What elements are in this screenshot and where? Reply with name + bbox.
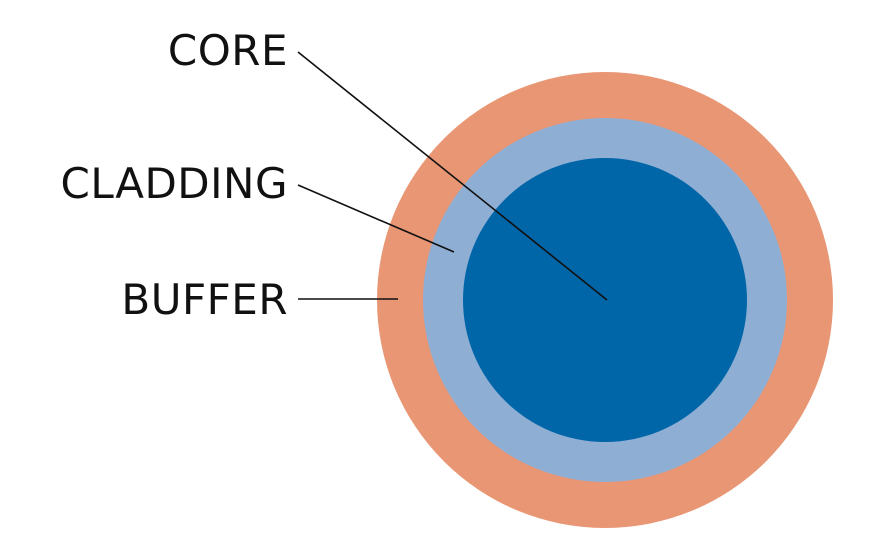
core-layer bbox=[463, 158, 747, 442]
buffer-label: BUFFER bbox=[121, 275, 288, 324]
core-leader-line bbox=[297, 51, 608, 301]
cladding-leader-line bbox=[297, 184, 455, 253]
cladding-label: CLADDING bbox=[61, 159, 288, 208]
core-label: CORE bbox=[168, 26, 288, 75]
